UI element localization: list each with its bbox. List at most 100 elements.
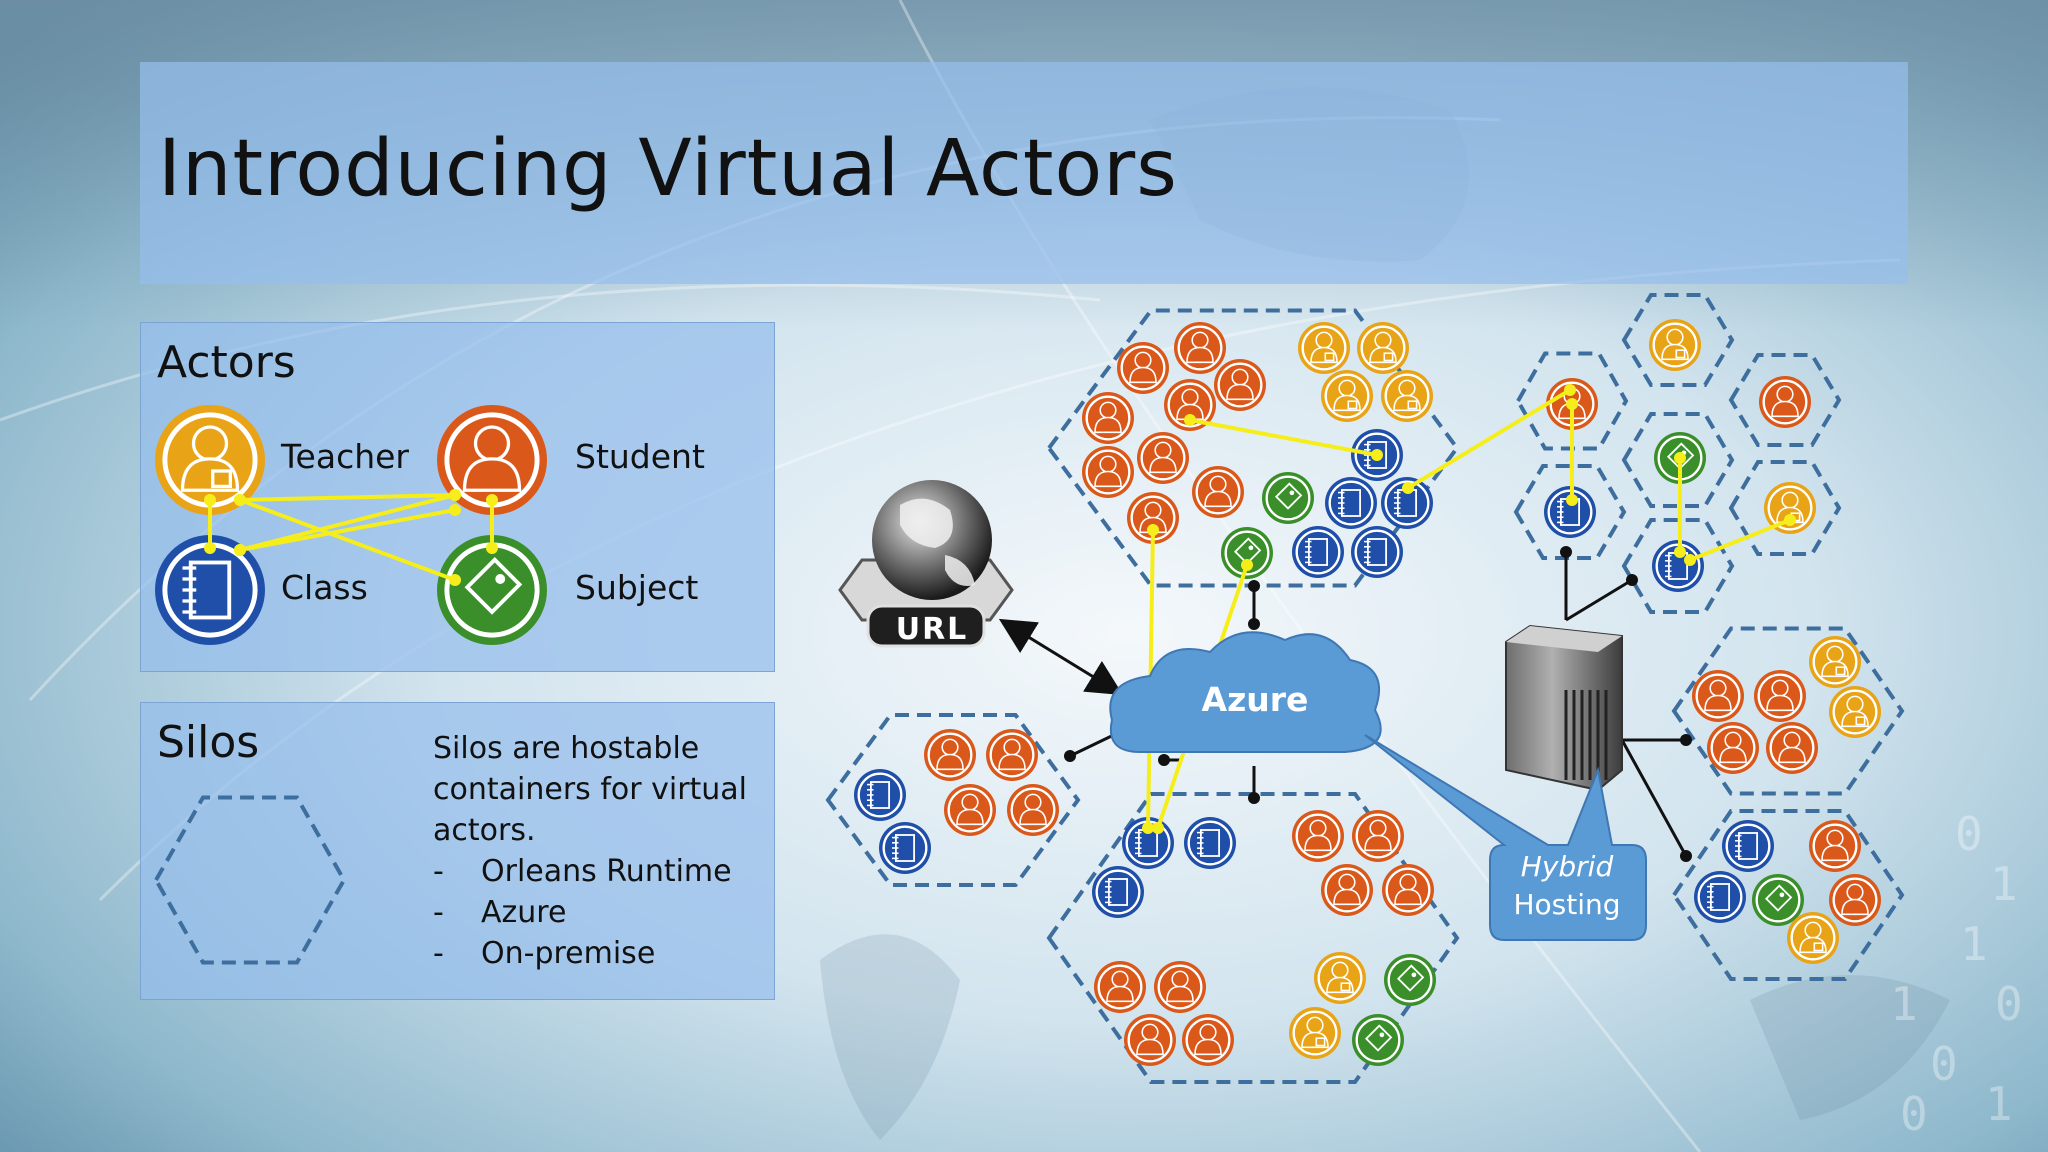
student-actor-icon	[1174, 322, 1226, 374]
bullet-orleans-runtime: Orleans Runtime	[481, 854, 732, 889]
globe-continent	[945, 555, 975, 586]
connection-dot	[1248, 580, 1260, 592]
svg-text:0: 0	[1900, 1087, 1928, 1141]
class-icon	[155, 535, 265, 645]
class-actor-icon	[1325, 477, 1377, 529]
slide-title: Introducing Virtual Actors	[158, 124, 1178, 214]
connection-dot	[1680, 850, 1692, 862]
silo-small-7	[1621, 518, 1735, 614]
student-actor-icon	[1082, 392, 1134, 444]
connection-dot	[1248, 792, 1260, 804]
title-bar: Introducing Virtual Actors	[140, 62, 1908, 284]
student-actor-icon	[986, 729, 1038, 781]
student-actor-icon	[944, 784, 996, 836]
globe-continent	[900, 498, 953, 548]
student-actor-icon	[1192, 466, 1244, 518]
student-actor-icon	[1117, 342, 1169, 394]
actor-link-line	[239, 493, 456, 502]
subject-actor-icon	[1752, 874, 1804, 926]
student-actor-icon	[1692, 670, 1744, 722]
student-actor-icon	[1094, 961, 1146, 1013]
subject-actor-icon	[1262, 472, 1314, 524]
student-actor-icon	[1809, 820, 1861, 872]
student-actor-icon	[1292, 810, 1344, 862]
link-endpoint	[234, 544, 246, 556]
class-actor-icon	[854, 769, 906, 821]
url-label: URL	[895, 612, 969, 647]
bullet-item: -Azure	[433, 892, 763, 933]
connection-dot	[1248, 618, 1260, 630]
silos-panel: Silos Silos are hostable containers for …	[140, 702, 775, 1000]
teacher-actor-icon	[1321, 370, 1373, 422]
student-actor-icon	[1707, 722, 1759, 774]
svg-text:1: 1	[1960, 917, 1988, 971]
actor-link-line	[239, 498, 456, 582]
teacher-actor-icon	[1829, 686, 1881, 738]
silos-heading: Silos	[157, 717, 260, 768]
silo-right-top	[1671, 626, 1905, 796]
server-top	[1506, 626, 1622, 652]
class-actor-icon	[1351, 526, 1403, 578]
subject-actor-icon	[1221, 527, 1273, 579]
link-endpoint	[1684, 554, 1696, 566]
teacher-actor-icon	[1357, 322, 1409, 374]
student-actor-icon	[1154, 961, 1206, 1013]
connection-line	[998, 618, 1124, 696]
student-actor-icon	[1007, 784, 1059, 836]
svg-text:1: 1	[1990, 857, 2018, 911]
silo-left	[825, 713, 1081, 887]
link-endpoint	[1564, 384, 1576, 396]
link-endpoint	[1142, 822, 1154, 834]
class-actor-icon	[1694, 871, 1746, 923]
teacher-actor-icon	[1764, 482, 1816, 534]
subject-icon	[437, 535, 547, 645]
link-endpoint	[204, 494, 216, 506]
student-actor-icon	[1829, 874, 1881, 926]
link-endpoint	[204, 542, 216, 554]
actor-link-line	[1189, 418, 1378, 457]
connection-dot	[1626, 574, 1638, 586]
class-actor-icon	[1184, 817, 1236, 869]
connection-dot	[1560, 546, 1572, 558]
silo-small-3	[1728, 353, 1842, 447]
subject-actor-icon	[1352, 1014, 1404, 1066]
legend-silo-hexagon	[153, 795, 347, 965]
student-actor-icon	[1321, 864, 1373, 916]
svg-text:0: 0	[1995, 977, 2023, 1031]
silo-small-1	[1515, 351, 1629, 451]
connection-line	[1565, 578, 1633, 622]
url-badge	[866, 604, 986, 648]
svg-text:0: 0	[1930, 1037, 1958, 1091]
link-endpoint	[1371, 449, 1383, 461]
link-endpoint	[1147, 524, 1159, 536]
student-actor-icon	[1352, 810, 1404, 862]
bullet-item: -On-premise	[433, 933, 763, 974]
teacher-actor-icon	[1289, 1007, 1341, 1059]
student-actor-icon	[924, 729, 976, 781]
student-actor-icon	[1766, 722, 1818, 774]
connection-dot	[1064, 750, 1076, 762]
connection-line	[1620, 739, 1688, 857]
teacher-actor-icon	[1381, 370, 1433, 422]
link-endpoint	[486, 542, 498, 554]
student-actor-icon	[1082, 446, 1134, 498]
class-label: Class	[281, 568, 368, 607]
class-actor-icon	[1544, 486, 1596, 538]
silo-small-2	[1621, 293, 1735, 387]
silo-small-5	[1621, 412, 1735, 508]
azure-cloud-shape	[1109, 631, 1382, 753]
teacher-actor-icon	[1314, 952, 1366, 1004]
subject-actor-icon	[1384, 954, 1436, 1006]
student-label: Student	[575, 437, 705, 476]
link-endpoint	[1566, 494, 1578, 506]
student-actor-icon	[1164, 379, 1216, 431]
student-actor-icon	[1182, 1014, 1234, 1066]
link-endpoint	[449, 489, 461, 501]
bullet-on-premise: On-premise	[481, 936, 656, 971]
silo-right-bottom	[1671, 809, 1905, 981]
silos-description: Silos are hostable containers for virtua…	[433, 731, 748, 848]
class-actor-icon	[879, 822, 931, 874]
teacher-actor-icon	[1809, 636, 1861, 688]
svg-text:1: 1	[1890, 977, 1918, 1031]
